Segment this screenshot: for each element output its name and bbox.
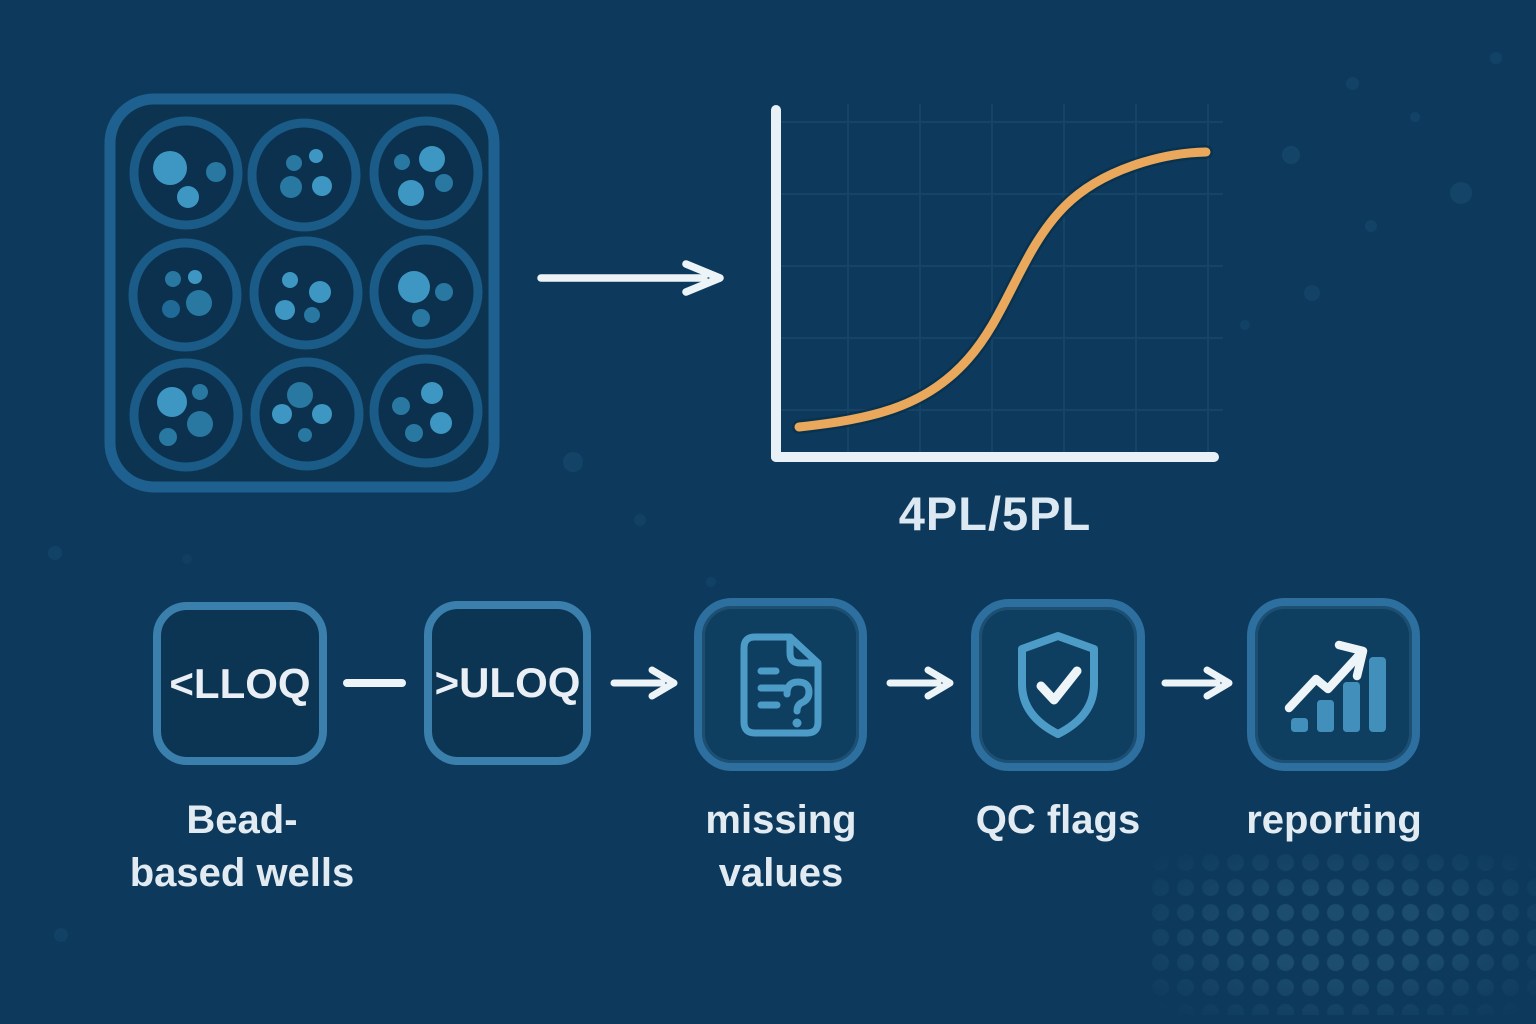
standard-curve-chart [771,104,1223,462]
well [247,118,361,232]
chart-axes [771,105,1219,462]
trend-bar-chart-icon [1284,640,1386,732]
bead [177,186,199,208]
bead [153,151,187,185]
bead [435,174,453,192]
well [129,358,243,472]
bead [188,270,202,284]
bead [398,271,430,303]
connector-dash [343,679,406,687]
background-dot [1282,146,1300,164]
background-dot [706,577,716,587]
bead [272,404,292,424]
right-arrow-icon [610,666,678,700]
well [128,238,242,352]
background-dot [182,554,192,564]
bead [157,387,187,417]
flow-box-qc-flags [971,599,1145,771]
well [129,116,243,230]
bead [304,307,320,323]
bead [394,154,410,170]
bead [165,271,181,287]
background-dot [1410,112,1420,122]
background-dot [1304,285,1320,301]
bead [392,397,410,415]
well [249,236,363,350]
flow-box-reporting [1247,598,1420,771]
bead [286,155,302,171]
document-question-icon [740,633,821,736]
bead [206,162,226,182]
bead [309,281,331,303]
well [250,357,364,471]
background-dot [1450,182,1472,204]
bead [280,176,302,198]
bead [287,382,313,408]
bead [312,404,332,424]
caption-qc-flags: QC flags [975,798,1141,842]
chart-gridlines [779,104,1223,452]
background-dot [1346,77,1359,90]
shield-check-icon [1018,632,1098,738]
bead [187,411,213,437]
bead [275,300,295,320]
caption-missing-values: missing values [705,798,857,895]
bead [405,424,423,442]
background-dot [563,452,583,472]
bead [162,300,180,318]
dot-grid-pattern [1148,850,1536,1015]
well [369,354,483,468]
flow-box-missing-values [694,598,867,771]
background-dot [634,514,646,526]
uloq-label: >ULOQ [434,659,581,706]
well [369,116,483,230]
background-dot [1490,52,1502,64]
bead [421,382,443,404]
background-dot [54,928,68,942]
bead [435,283,453,301]
background-dot [1240,320,1250,330]
right-arrow-icon [1161,666,1233,700]
bead [192,384,208,400]
bead [186,290,212,316]
bead [282,272,298,288]
bead [398,180,424,206]
flow-box-lloq: <LLOQ [153,602,327,765]
bead-based-microplate-icon [104,93,500,493]
background-dot [48,546,62,560]
curve-caption: 4PL/5PL [898,487,1092,540]
caption-bead-based-wells: Bead- based wells [129,798,355,895]
lloq-label: <LLOQ [169,659,311,707]
bead [412,309,430,327]
well [369,235,483,349]
right-arrow-icon [537,260,724,296]
caption-reporting: reporting [1246,798,1422,842]
background-dot [1365,220,1377,232]
right-arrow-icon [886,666,954,700]
flow-box-uloq: >ULOQ [424,601,591,765]
bead [309,149,323,163]
bead [159,428,177,446]
bead [298,428,312,442]
sigmoid-curve [794,147,1211,432]
bead [312,176,332,196]
bead [419,146,445,172]
bead [430,412,452,434]
